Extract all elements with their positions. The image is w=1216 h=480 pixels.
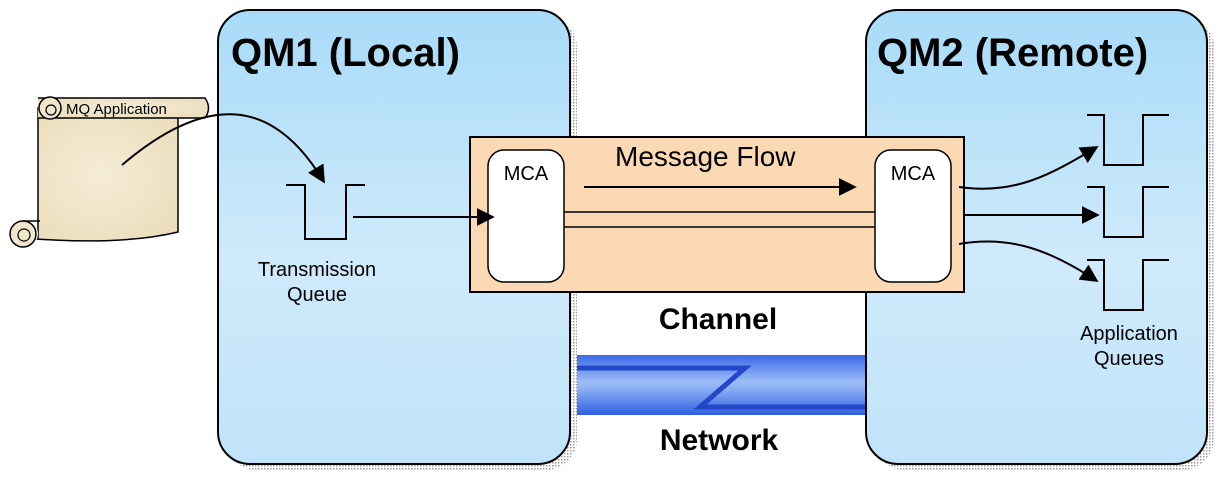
mca-to-queue3-arrow [958,240,1099,282]
transmission-queue-label-line2: Queue [287,284,347,306]
mca-left-label: MCA [504,163,549,185]
mca-right-box [874,149,952,283]
mq-application-scroll [9,96,210,248]
application-queue-icon-2 [1087,186,1169,238]
application-queue-icon-3 [1087,259,1169,311]
qm1-title: QM1 (Local) [231,31,460,75]
application-queue-icon-1 [1087,114,1169,166]
qm2-title: QM2 (Remote) [877,31,1148,75]
qm1-local-box [217,9,577,470]
application-queues-label-line2: Queues [1094,348,1164,370]
mca-to-queue1-arrow [958,146,1099,190]
transmission-queue-label-line1: Transmission [258,259,376,281]
mq-application-label: MQ Application [66,101,167,118]
mca-right-label: MCA [891,163,936,185]
network-label: Network [660,424,779,457]
transmission-queue-icon [286,184,365,240]
channel-label: Channel [659,303,777,336]
message-flow-label: Message Flow [615,141,796,172]
app-to-xmitq-arrow [121,113,325,184]
network-link [570,355,870,415]
application-queues-label-line1: Application [1080,323,1178,345]
